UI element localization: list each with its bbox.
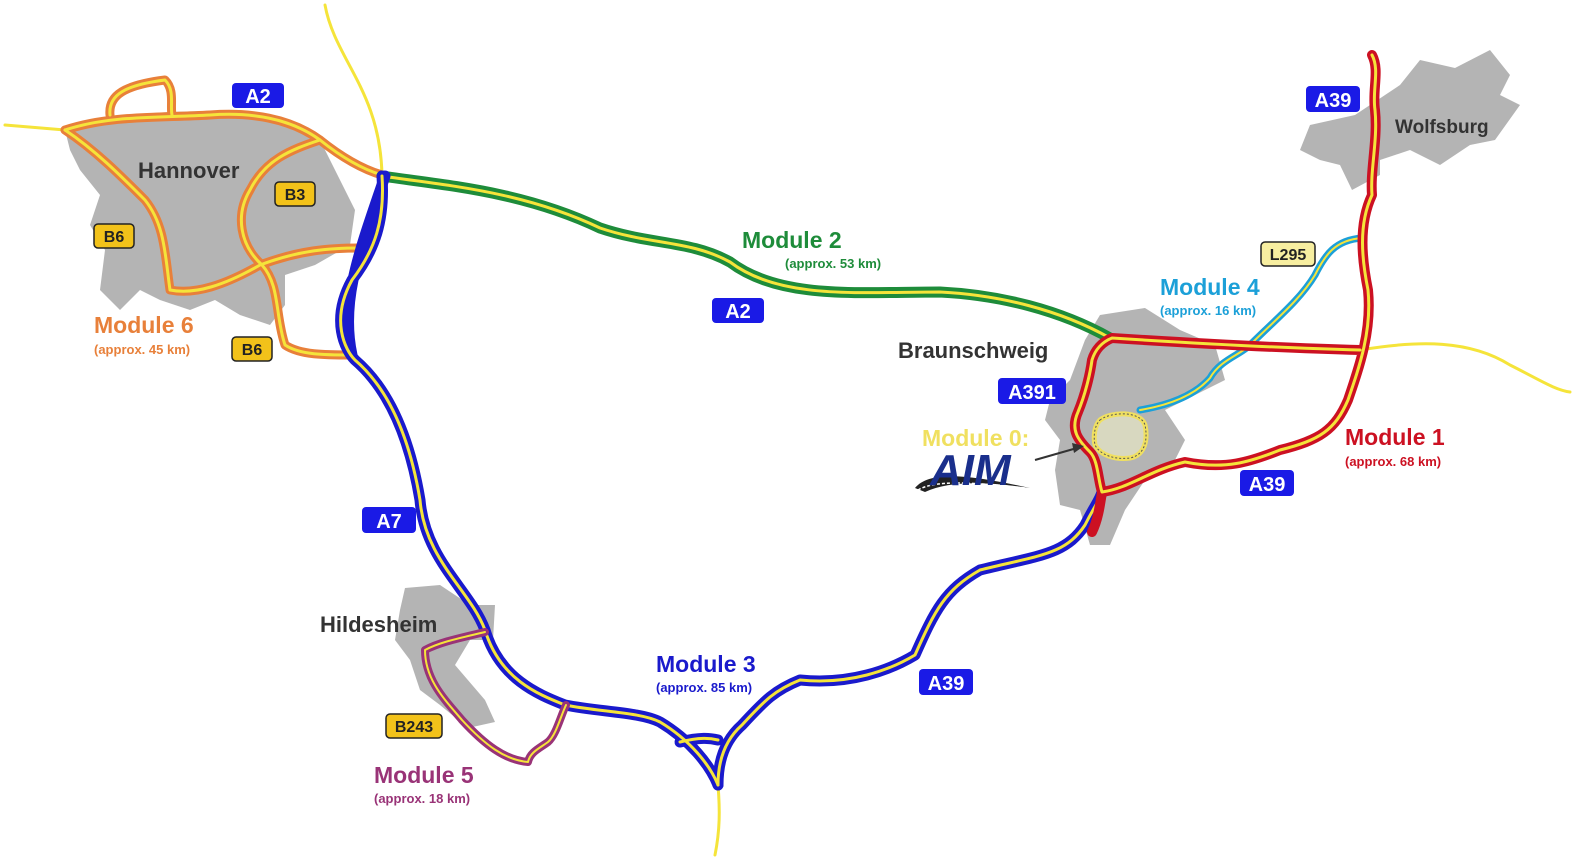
sign-a2-mid: A2 xyxy=(712,298,764,323)
sign-b6-bottom: B6 xyxy=(231,336,273,362)
module-3-route xyxy=(335,170,1108,791)
module-0-title: Module 0: xyxy=(922,425,1029,451)
svg-text:A7: A7 xyxy=(376,511,402,533)
module-0-arrow xyxy=(1034,443,1084,461)
svg-text:L295: L295 xyxy=(1270,247,1307,264)
svg-text:B6: B6 xyxy=(242,342,263,359)
module-1-subtitle: (approx. 68 km) xyxy=(1345,454,1441,469)
svg-text:A39: A39 xyxy=(928,673,965,695)
logo-swoosh xyxy=(915,476,1030,492)
svg-text:B3: B3 xyxy=(285,187,306,204)
hannover-area xyxy=(65,110,355,325)
module-4-subtitle: (approx. 16 km) xyxy=(1160,303,1256,318)
module-3-title: Module 3 xyxy=(656,651,756,677)
module-2-title: Module 2 xyxy=(742,227,842,253)
road-north-hannover xyxy=(323,3,384,177)
aim-logo-text: AIM xyxy=(929,446,1012,495)
module-6-route xyxy=(60,75,387,360)
module-5-subtitle: (approx. 18 km) xyxy=(374,791,470,806)
sign-b3: B3 xyxy=(274,181,316,207)
sign-a39-right: A39 xyxy=(1240,470,1294,496)
module-0-track xyxy=(1091,411,1149,461)
city-label-wolfsburg: Wolfsburg xyxy=(1395,117,1489,138)
city-label-hannover: Hannover xyxy=(138,158,240,183)
module-4-title: Module 4 xyxy=(1160,274,1260,300)
module-6-title: Module 6 xyxy=(94,312,194,338)
module-3-subtitle: (approx. 85 km) xyxy=(656,680,752,695)
sign-b6-left: B6 xyxy=(93,223,135,249)
sign-l295: L295 xyxy=(1260,241,1316,267)
sign-b243: B243 xyxy=(385,713,443,739)
module-5-title: Module 5 xyxy=(374,762,474,788)
sign-a2-top: A2 xyxy=(232,83,284,108)
module-2-subtitle: (approx. 53 km) xyxy=(785,256,881,271)
sign-a391: A391 xyxy=(998,378,1066,404)
module-2-route xyxy=(376,170,1116,344)
module-5-route xyxy=(421,628,570,766)
wolfsburg-area xyxy=(1300,50,1520,190)
svg-text:B6: B6 xyxy=(104,229,125,246)
sign-a39-top: A39 xyxy=(1306,86,1360,112)
sign-a7: A7 xyxy=(362,507,416,533)
city-label-hildesheim: Hildesheim xyxy=(320,612,437,637)
city-label-braunschweig: Braunschweig xyxy=(898,338,1048,363)
svg-text:A2: A2 xyxy=(245,86,271,108)
road-south-junction xyxy=(713,783,721,857)
svg-text:A2: A2 xyxy=(725,301,751,323)
road-east-braunschweig xyxy=(1358,342,1572,394)
module-1-title: Module 1 xyxy=(1345,424,1445,450)
svg-text:A39: A39 xyxy=(1249,474,1286,496)
module-1-route xyxy=(1069,50,1381,537)
svg-text:A391: A391 xyxy=(1008,382,1056,404)
hildesheim-area xyxy=(395,585,495,728)
plain-roads xyxy=(3,3,1572,857)
svg-text:A39: A39 xyxy=(1315,90,1352,112)
aim-logo: AIM xyxy=(915,446,1030,495)
svg-text:B243: B243 xyxy=(395,719,433,736)
sign-a39-bottom: A39 xyxy=(919,669,973,695)
module-6-subtitle: (approx. 45 km) xyxy=(94,342,190,357)
road-west-hannover xyxy=(3,123,67,132)
